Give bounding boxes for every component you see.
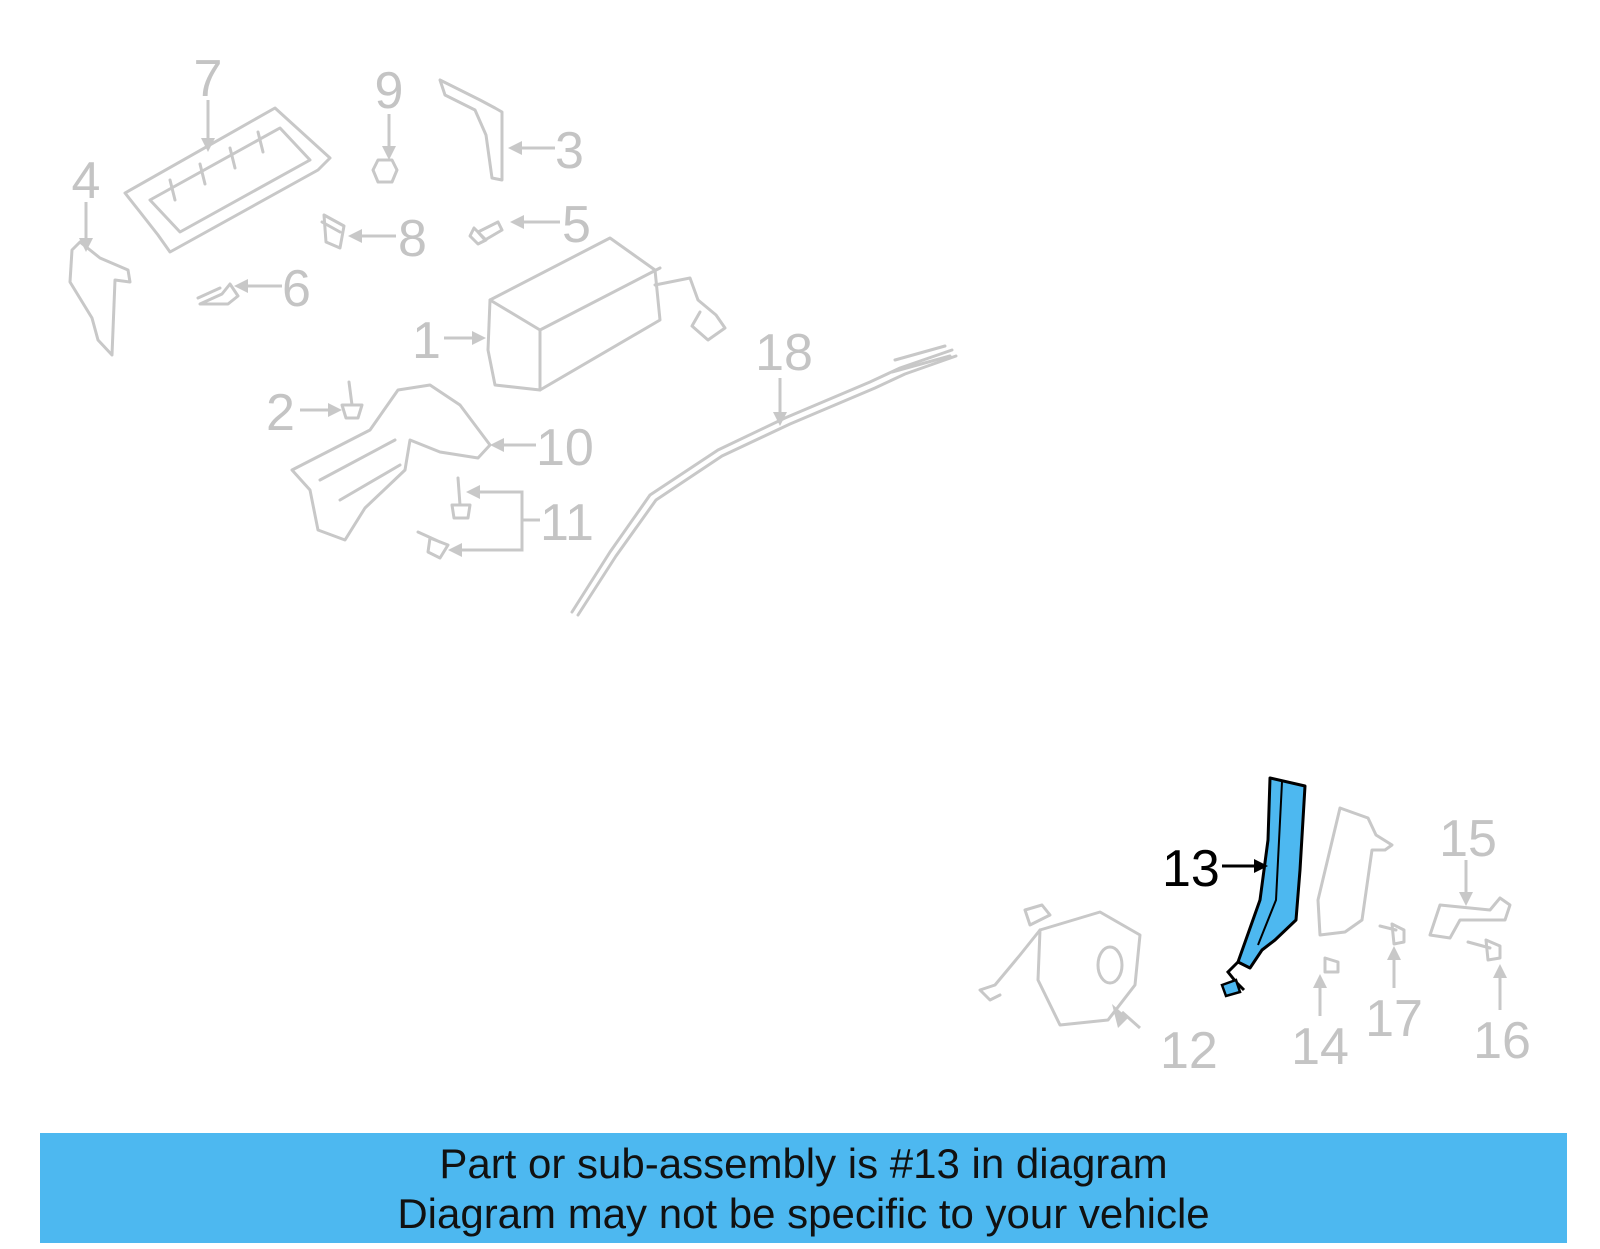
part-6-shape[interactable]: [196, 282, 240, 306]
callout-5: 5: [562, 196, 591, 254]
callout-13: 13: [1162, 840, 1220, 898]
info-banner: Part or sub-assembly is #13 in diagram D…: [40, 1133, 1567, 1243]
callout-12: 12: [1160, 1022, 1218, 1080]
part-5-shape[interactable]: [468, 220, 504, 246]
callout-15: 15: [1439, 810, 1497, 868]
part-18-shape[interactable]: [570, 344, 958, 617]
part-9-shape[interactable]: [371, 158, 399, 184]
leader-4: [79, 202, 93, 252]
leader-10: [490, 438, 536, 452]
part-14-shape[interactable]: [1316, 806, 1394, 974]
leader-7: [201, 100, 215, 152]
part-13-shape[interactable]: [1220, 776, 1307, 998]
callout-8: 8: [398, 210, 427, 268]
leader-6: [234, 279, 282, 293]
callout-14: 14: [1291, 1018, 1349, 1076]
callout-6: 6: [282, 260, 311, 318]
leader-12: [1112, 1004, 1141, 1030]
callout-18: 18: [755, 324, 813, 382]
banner-line-1: Part or sub-assembly is #13 in diagram: [439, 1140, 1168, 1187]
part-10-shape[interactable]: [290, 383, 492, 542]
leader-3: [508, 141, 555, 155]
leader-5: [510, 215, 560, 229]
part-7-shape[interactable]: [123, 106, 332, 254]
callout-7: 7: [194, 50, 223, 108]
banner-line-2: Diagram may not be specific to your vehi…: [397, 1190, 1210, 1237]
leader-18: [773, 378, 787, 426]
callout-10: 10: [536, 419, 594, 477]
part-4-shape[interactable]: [68, 240, 132, 357]
part-8-shape[interactable]: [320, 213, 346, 250]
callout-16: 16: [1473, 1012, 1531, 1070]
leader-13: [1222, 859, 1268, 873]
leader-11: [448, 485, 540, 557]
leader-17: [1387, 946, 1401, 988]
part-16-shape[interactable]: [1466, 938, 1502, 962]
callout-17: 17: [1365, 990, 1423, 1048]
callout-3: 3: [555, 122, 584, 180]
part-2-shape[interactable]: [340, 380, 364, 420]
leader-2: [300, 403, 342, 417]
callout-1: 1: [412, 312, 441, 370]
part-3-shape[interactable]: [438, 78, 504, 182]
part-1-shape[interactable]: [486, 236, 727, 392]
part-12-shape[interactable]: [978, 903, 1142, 1027]
part-17-shape[interactable]: [1378, 922, 1406, 946]
callout-4: 4: [72, 152, 101, 210]
callout-2: 2: [266, 384, 295, 442]
parts-diagram: 7 4 9 3 8 5 6 1 2 10 11 18 12 14 15 17 1…: [68, 50, 1531, 1080]
leader-15: [1459, 860, 1473, 906]
leader-16: [1493, 964, 1507, 1010]
leader-14: [1313, 974, 1327, 1016]
part-11-shape[interactable]: [416, 476, 472, 560]
callout-11: 11: [540, 494, 594, 552]
leader-1: [444, 331, 486, 345]
callout-9: 9: [375, 62, 404, 120]
leader-9: [382, 114, 396, 160]
part-15-shape[interactable]: [1428, 896, 1512, 940]
leader-8: [348, 229, 396, 243]
